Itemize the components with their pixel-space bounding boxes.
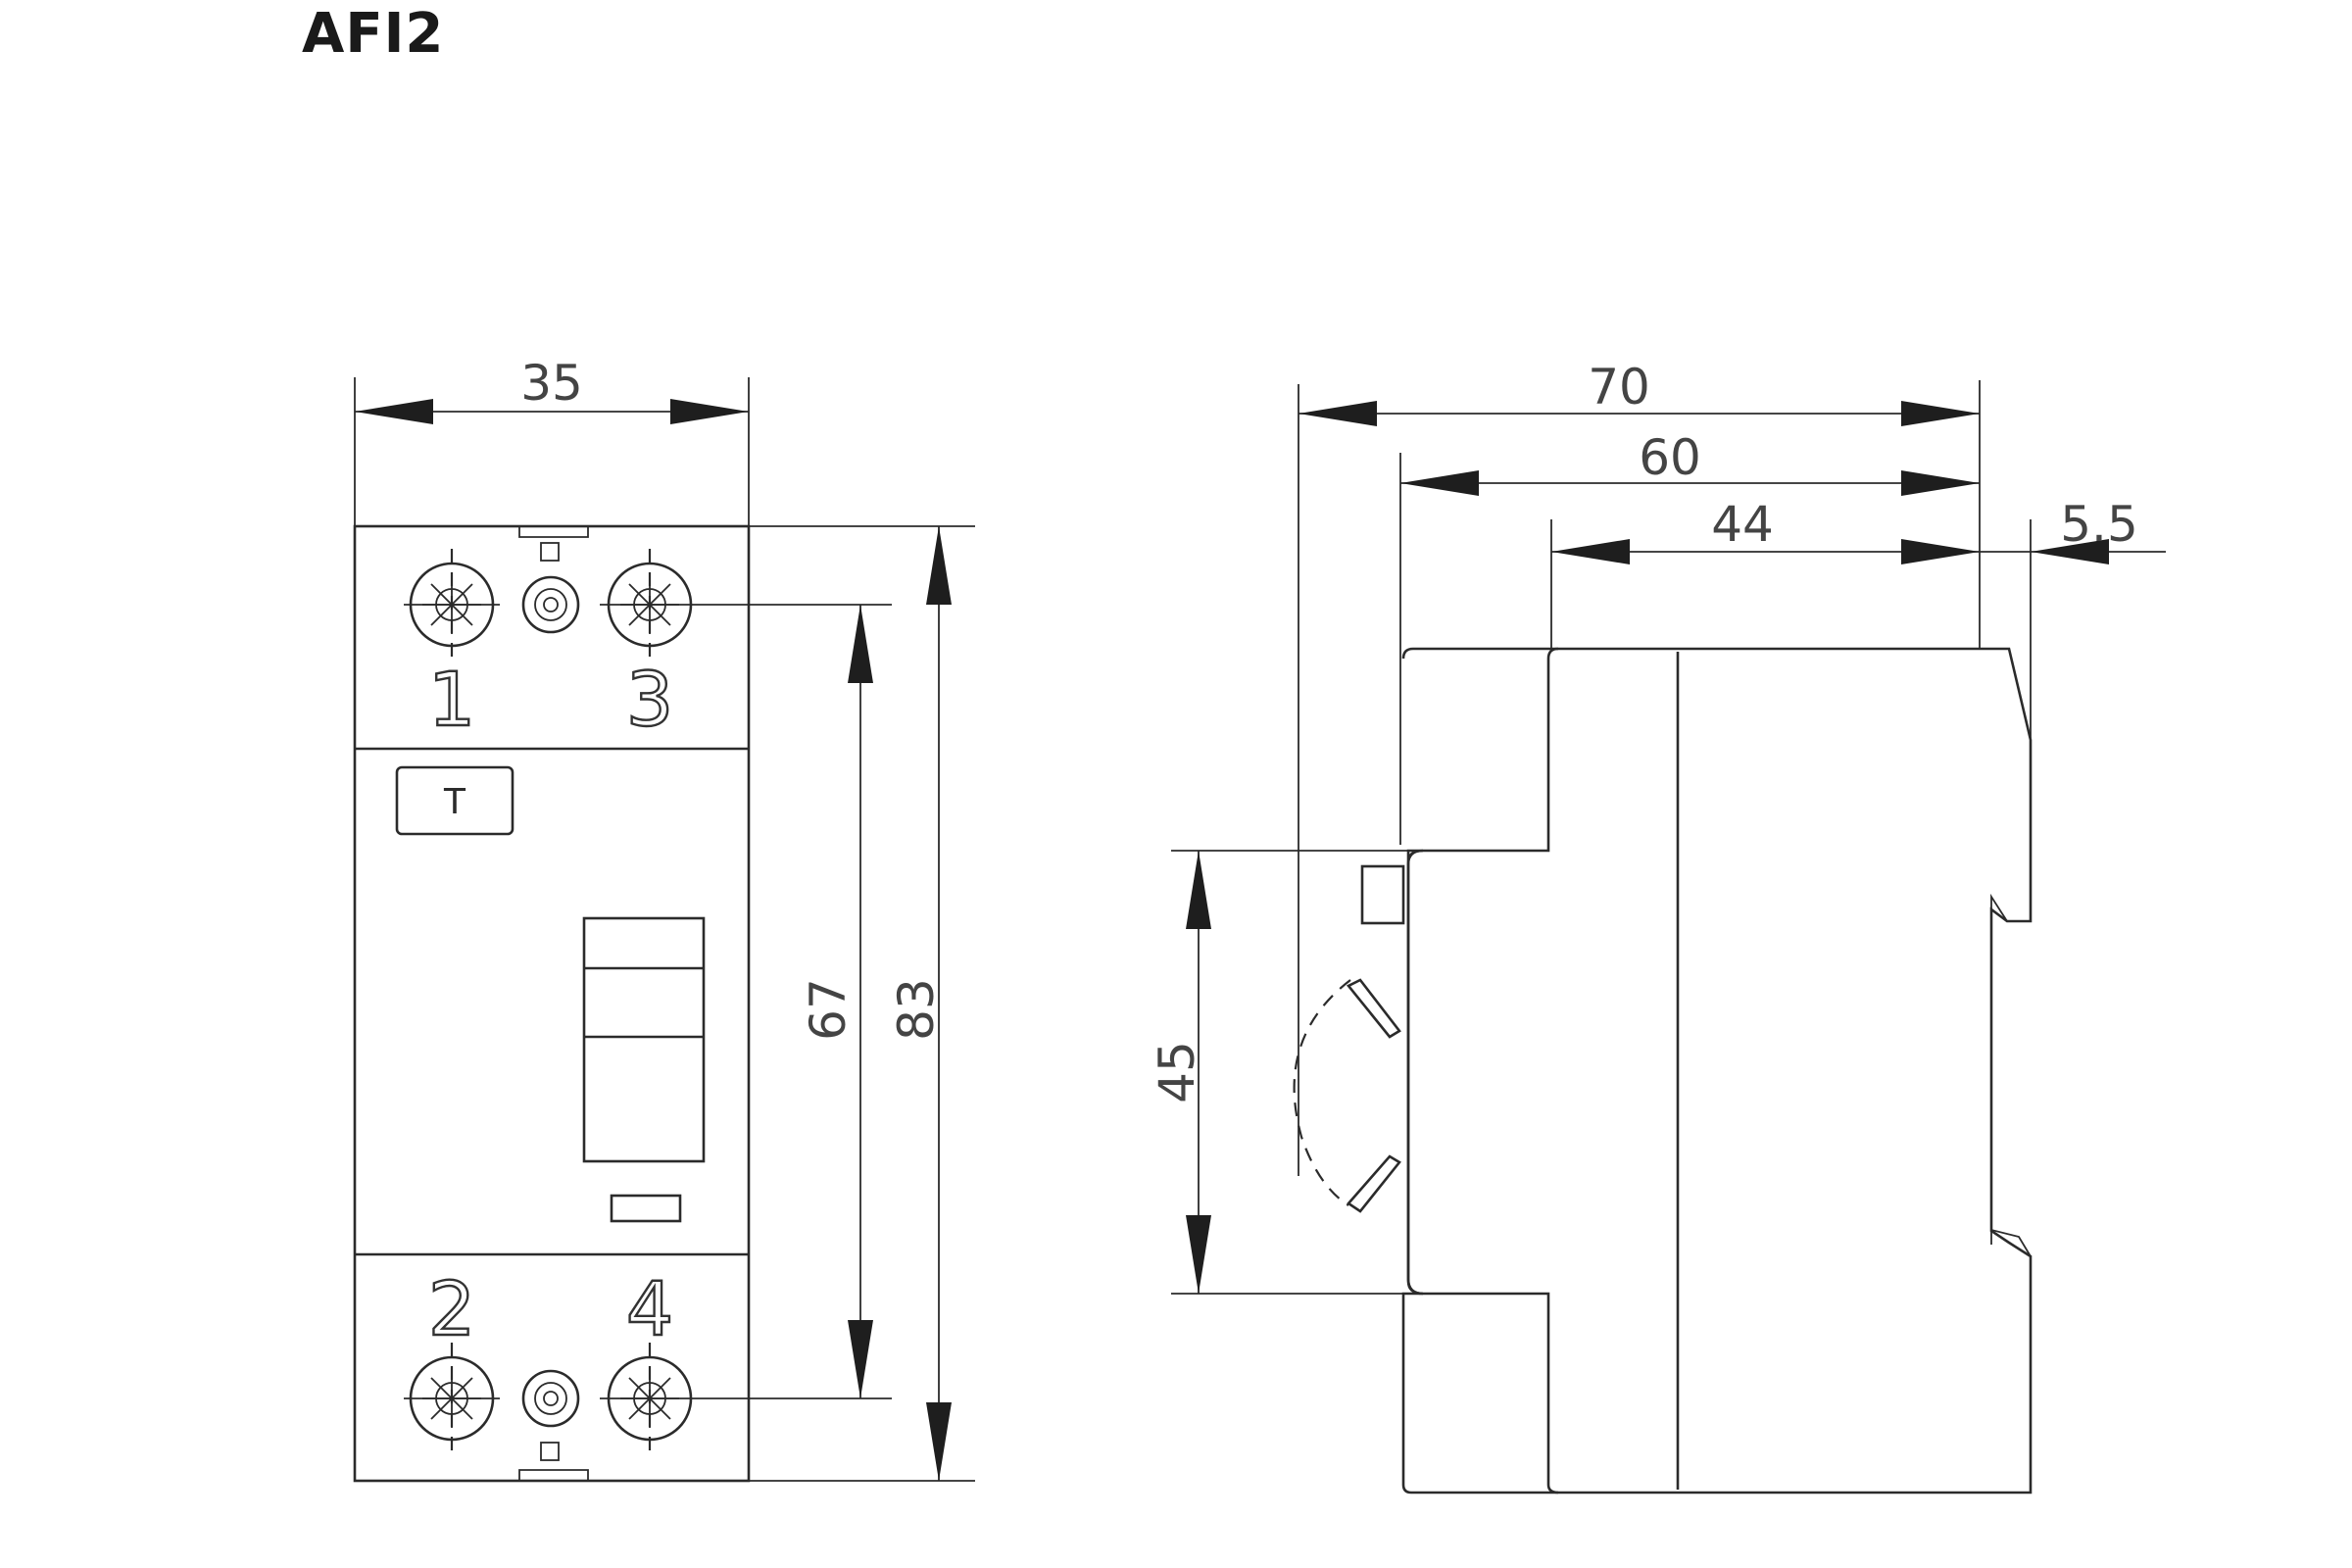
front-view: 1 3 2 4 T 35 67 83 (353, 355, 975, 1483)
dim-arrow-60-left (1400, 470, 1479, 496)
dim-arrow-44-left (1551, 539, 1630, 564)
screw-centerlines (450, 549, 652, 1460)
dim-label-44: 44 (1711, 496, 1774, 553)
bottom-notch (518, 1469, 589, 1481)
bottom-indicator-square (540, 1442, 560, 1461)
dim-arrow-45-bottom (1186, 1215, 1211, 1294)
dim-label-60: 60 (1639, 429, 1701, 486)
dim-arrow-5-5 (2031, 539, 2109, 564)
lever-lower-position (1347, 1154, 1401, 1213)
dim-arrow-35-right (670, 399, 749, 424)
rail-clip-top (1990, 893, 2008, 922)
bottom-center-screw-icon (521, 1369, 580, 1428)
dim-arrow-45-top (1186, 851, 1211, 929)
dim-label-5-5: 5.5 (2060, 496, 2138, 553)
top-center-screw-icon (521, 575, 580, 634)
lever-upper-position (1346, 978, 1401, 1039)
dim-label-67: 67 (800, 978, 857, 1041)
dim-label-35: 35 (520, 355, 583, 412)
side-view: 70 60 44 5.5 45 (1149, 359, 2166, 1494)
terminal-label-4: 4 (626, 1265, 673, 1352)
front-body-outline (353, 524, 751, 1483)
lever-stub (1360, 864, 1405, 925)
dim-arrow-83-top (926, 526, 952, 605)
rail-clip-bottom (1990, 1228, 2032, 1257)
drawing-title: AFI2 (302, 2, 445, 66)
dim-label-83: 83 (888, 978, 945, 1041)
dim-label-70: 70 (1588, 359, 1650, 416)
dim-arrow-70-right (1901, 401, 1980, 426)
test-button (395, 765, 514, 836)
terminal-label-3: 3 (626, 656, 673, 743)
dim-arrow-67-top (848, 605, 873, 683)
dim-label-45: 45 (1149, 1041, 1205, 1103)
top-indicator-square (540, 542, 560, 562)
dim-arrow-70-left (1298, 401, 1377, 426)
lever-swing-arc (1293, 979, 1351, 1206)
top-notch (518, 526, 589, 538)
terminal-label-1: 1 (428, 656, 475, 743)
toggle-lever (582, 916, 706, 1163)
status-window (610, 1194, 682, 1223)
dim-arrow-83-bottom (926, 1402, 952, 1481)
side-body-outline (1401, 647, 2033, 1494)
dim-arrow-67-bottom (848, 1320, 873, 1398)
dim-arrow-35-left (355, 399, 433, 424)
side-front-step (1406, 647, 1559, 1494)
terminal-label-2: 2 (428, 1265, 475, 1352)
dim-arrow-60-right (1901, 470, 1980, 496)
dim-arrow-44-right (1901, 539, 1980, 564)
test-button-label: T (443, 782, 466, 822)
